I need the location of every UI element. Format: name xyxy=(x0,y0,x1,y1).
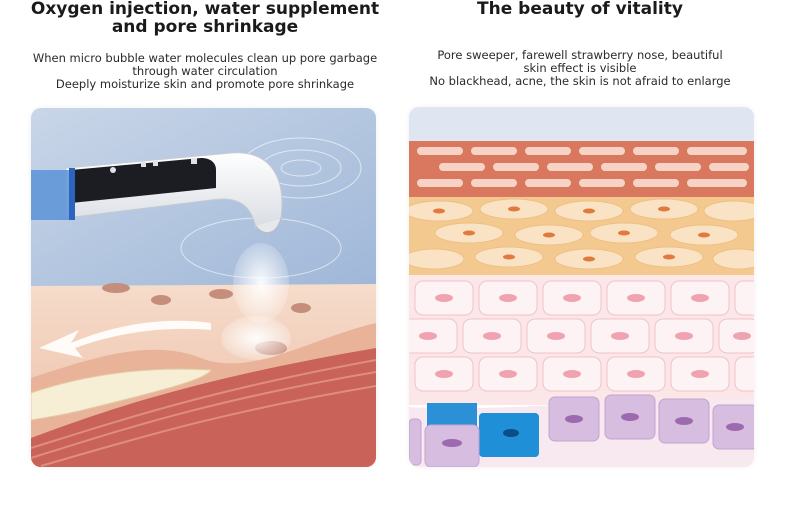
water-surface xyxy=(409,107,754,147)
left-title-line2: and pore shrinkage xyxy=(111,17,299,37)
pore-cleaning-illustration xyxy=(31,108,376,467)
right-desc-line1: Pore sweeper, farewell strawberry nose, … xyxy=(437,48,723,62)
water-bubble xyxy=(221,316,291,360)
left-desc-line3: Deeply moisturize skin and promote pore … xyxy=(55,77,355,91)
water-bubble-stream xyxy=(233,243,289,323)
right-feature-description: Pore sweeper, farewell strawberry nose, … xyxy=(400,49,760,88)
left-desc-line1: When micro bubble water molecules clean … xyxy=(32,51,378,65)
skin-layers-svg xyxy=(409,107,754,467)
muscle-fibers xyxy=(31,359,376,467)
right-feature-title: The beauty of vitality xyxy=(477,0,683,19)
epidermis-cells xyxy=(417,147,749,187)
left-title-line1: Oxygen injection, water supplement xyxy=(30,0,380,19)
pore-cleaning-svg xyxy=(31,108,376,467)
right-feature-section: The beauty of vitality Pore sweeper, far… xyxy=(400,0,760,88)
flow-arrow xyxy=(39,320,211,358)
right-desc-line3: No blackhead, acne, the skin is not afra… xyxy=(429,74,731,88)
beauty-device xyxy=(31,152,283,234)
left-feature-section: Oxygen injection, water supplement and p… xyxy=(20,0,390,91)
fat-cell-nuclei xyxy=(433,206,710,262)
pink-cell-nuclei xyxy=(419,294,751,378)
left-feature-title: Oxygen injection, water supplement and p… xyxy=(20,0,390,36)
fat-pocket xyxy=(31,368,212,421)
blue-cell-nucleus xyxy=(503,429,519,437)
purple-cell-nuclei xyxy=(442,413,744,447)
right-desc-line2: skin effect is visible xyxy=(523,61,637,75)
left-desc-line2: through water circulation xyxy=(132,64,278,78)
left-feature-description: When micro bubble water molecules clean … xyxy=(20,52,390,91)
healthy-skin-illustration xyxy=(409,107,754,467)
